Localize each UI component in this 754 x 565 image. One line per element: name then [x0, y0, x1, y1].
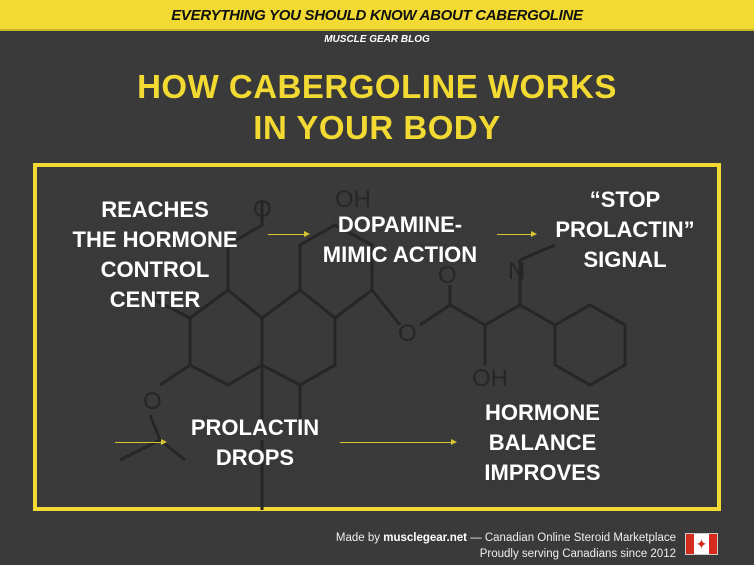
- page-title: HOW CABERGOLINE WORKS IN YOUR BODY: [0, 66, 754, 148]
- arrow-icon: [115, 439, 167, 445]
- step-prolactin-drops: PROLACTIN DROPS: [175, 413, 335, 473]
- step-text: REACHES: [101, 197, 209, 222]
- step-stop-prolactin-signal: “STOP PROLACTIN” SIGNAL: [540, 185, 710, 275]
- step-text: SIGNAL: [583, 247, 667, 272]
- step-reaches-control-center: REACHES THE HORMONE CONTROL CENTER: [55, 195, 255, 315]
- step-text: IMPROVES: [484, 460, 601, 485]
- arrow-icon: [497, 231, 537, 237]
- atom-label: OH: [472, 365, 508, 392]
- step-text: “STOP: [589, 187, 661, 212]
- diagram-frame: [33, 163, 721, 511]
- arrow-icon: [340, 439, 457, 445]
- step-text: DROPS: [215, 445, 295, 470]
- step-text: HORMONE: [485, 400, 600, 425]
- footer-credit: Made by musclegear.net — Canadian Online…: [336, 530, 676, 562]
- atom-label: N: [508, 258, 526, 285]
- step-text: DOPAMINE-: [337, 212, 463, 237]
- atom-label: O: [398, 320, 417, 347]
- atom-label: O: [143, 388, 162, 415]
- step-text: PROLACTIN”: [555, 217, 695, 242]
- title-line-1: HOW CABERGOLINE WORKS: [137, 68, 617, 105]
- arrow-icon: [268, 231, 310, 237]
- canada-flag-icon: ✦: [685, 533, 718, 555]
- title-line-2: IN YOUR BODY: [253, 109, 501, 146]
- atom-label: O: [253, 196, 272, 223]
- atom-label: OH: [335, 186, 371, 213]
- step-hormone-balance: HORMONE BALANCE IMPROVES: [465, 398, 620, 488]
- blog-name: MUSCLE GEAR BLOG: [324, 34, 430, 45]
- step-text: CONTROL CENTER: [100, 257, 210, 312]
- footer-text: — Canadian Online Steroid Marketplace: [466, 532, 676, 544]
- step-text: BALANCE: [488, 430, 597, 455]
- footer-tagline: Proudly serving Canadians since 2012: [479, 548, 676, 560]
- step-dopamine-mimic: DOPAMINE- MIMIC ACTION: [305, 210, 495, 270]
- step-text: THE HORMONE: [72, 227, 238, 252]
- atom-label: O: [438, 262, 457, 289]
- step-text: MIMIC ACTION: [322, 242, 478, 267]
- step-text: PROLACTIN: [190, 415, 320, 440]
- footer-site-link[interactable]: musclegear.net: [383, 532, 467, 544]
- top-banner: EVERYTHING YOU SHOULD KNOW ABOUT CABERGO…: [0, 0, 754, 31]
- footer-text: Made by: [335, 532, 384, 544]
